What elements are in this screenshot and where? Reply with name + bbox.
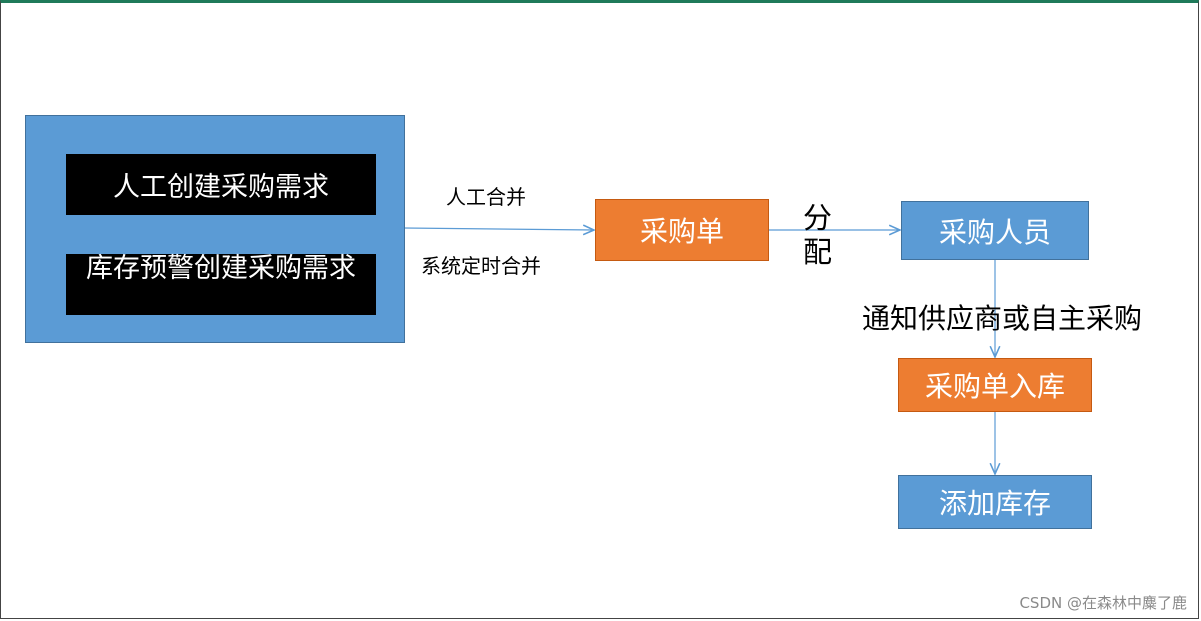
- stock-alert-request-box: 库存预警创建采购需求: [66, 254, 376, 315]
- node-inbound-label: 采购单入库: [924, 370, 1065, 403]
- edge-label-system-merge: 系统定时合并: [421, 254, 541, 278]
- node-purchase-order-label: 采购单: [639, 215, 724, 248]
- watermark: CSDN @在森林中麋了鹿: [1019, 594, 1187, 612]
- node-add-stock: 添加库存: [898, 475, 1092, 529]
- node-inbound: 采购单入库: [898, 358, 1092, 412]
- edge-label-manual-merge: 人工合并: [446, 185, 526, 209]
- manual-request-label: 人工创建采购需求: [113, 172, 329, 203]
- manual-request-box: 人工创建采购需求: [66, 154, 376, 215]
- node-add-stock-label: 添加库存: [938, 487, 1051, 520]
- stock-alert-request-label: 库存预警创建采购需求: [86, 253, 356, 284]
- node-purchase-order: 采购单: [595, 199, 769, 261]
- arrow-source-to-order: [403, 228, 594, 230]
- edge-label-assign: 分配: [803, 201, 833, 269]
- edge-label-notify: 通知供应商或自主采购: [862, 302, 1143, 335]
- node-purchaser: 采购人员: [901, 201, 1089, 260]
- node-purchaser-label: 采购人员: [938, 215, 1051, 249]
